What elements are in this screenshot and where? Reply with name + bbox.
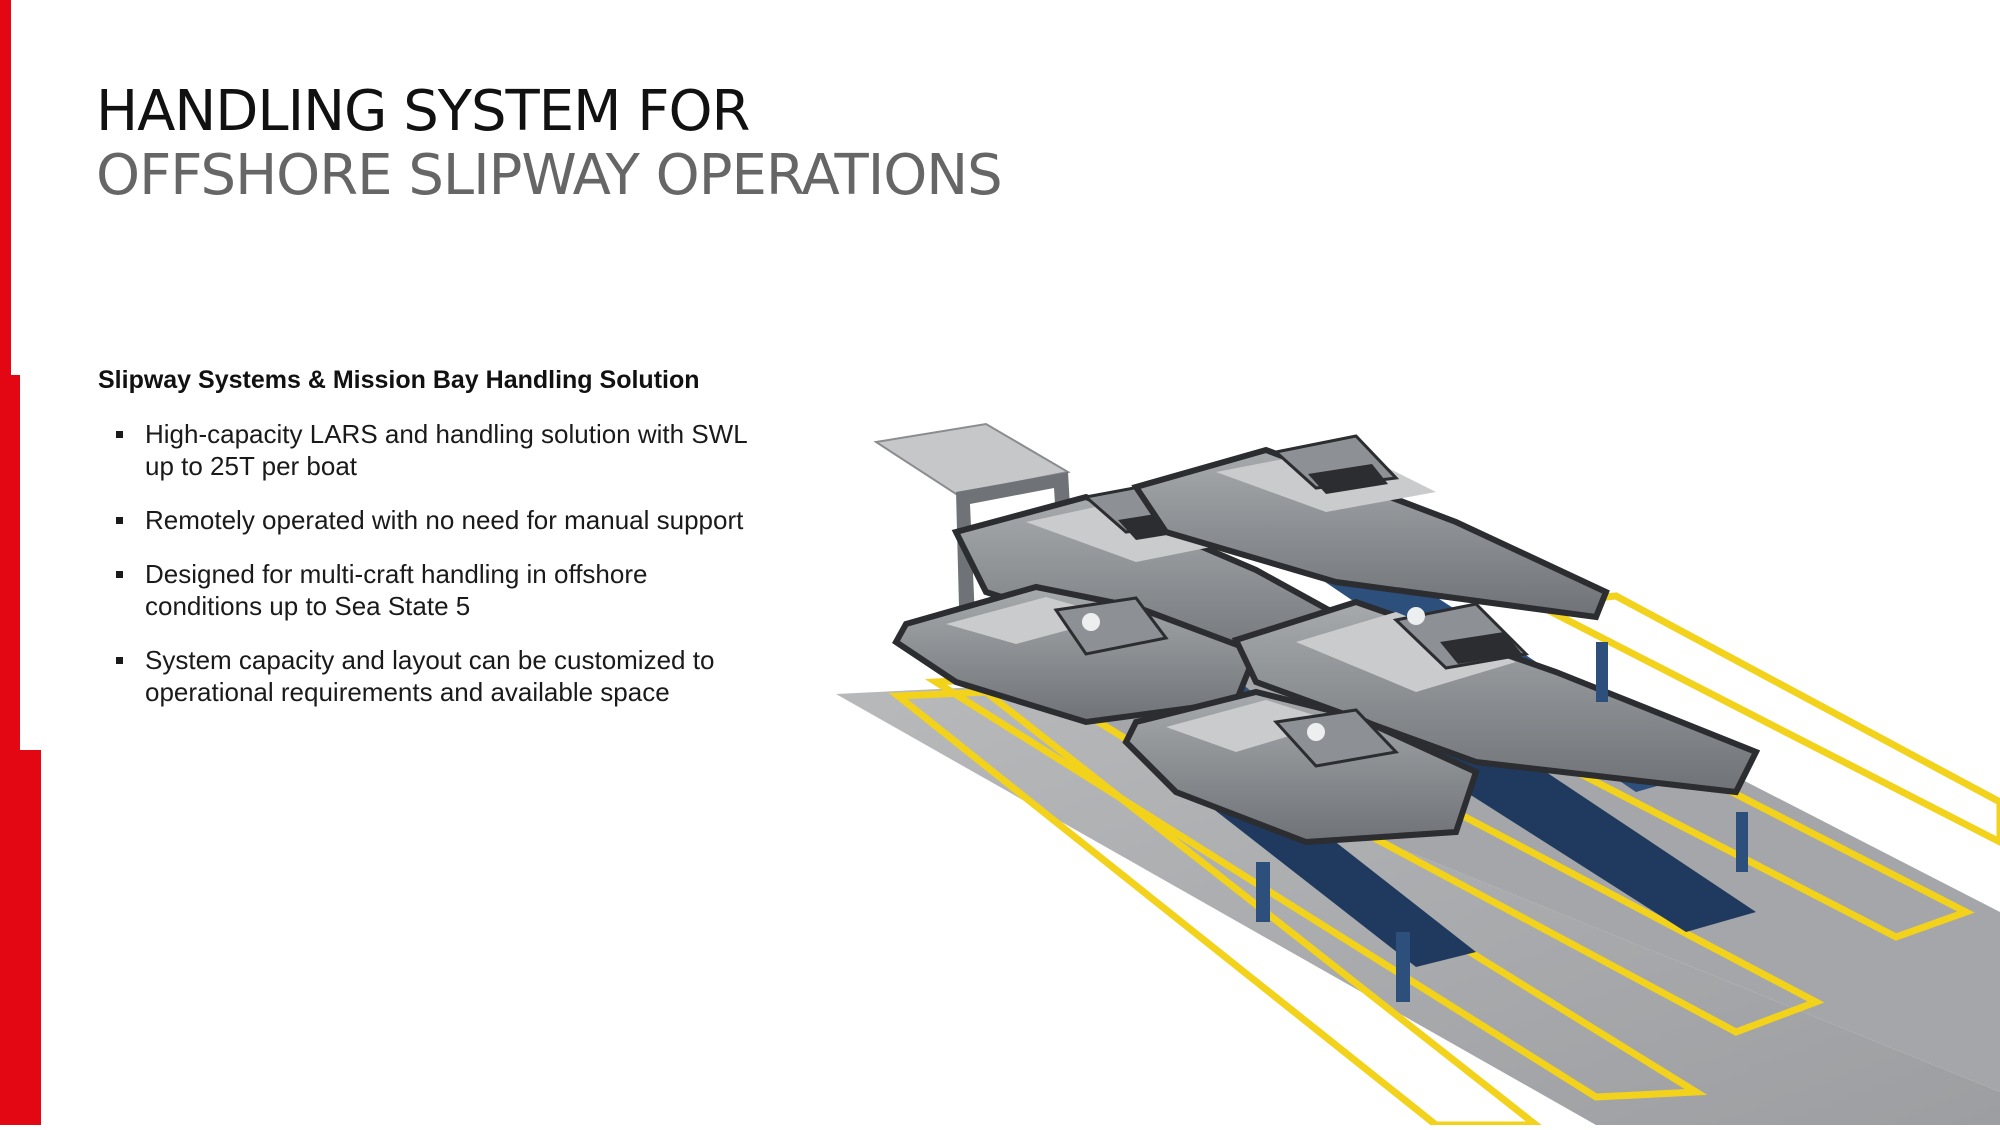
slipway-system-render (836, 392, 2000, 1129)
accent-bar-bottom (0, 750, 41, 1125)
bullet-text: Remotely operated with no need for manua… (145, 505, 744, 535)
bullet-text: High-capacity LARS and handling solution… (145, 419, 747, 481)
section-subheading: Slipway Systems & Mission Bay Handling S… (98, 366, 700, 394)
boat-front-right (1231, 598, 1761, 796)
slide-title-line-1: HANDLING SYSTEM FOR (96, 79, 750, 144)
accent-bar-middle (0, 375, 20, 750)
accent-bar-top (0, 0, 11, 375)
square-bullet-icon (116, 571, 123, 578)
boat-back-right (1131, 434, 1610, 621)
square-bullet-icon (116, 431, 123, 438)
bullet-item: Remotely operated with no need for manua… (114, 504, 764, 536)
bullet-item: Designed for multi-craft handling in off… (114, 558, 764, 622)
square-bullet-icon (116, 517, 123, 524)
feature-bullet-list: High-capacity LARS and handling solution… (114, 418, 764, 730)
slide-title-line-2: OFFSHORE SLIPWAY OPERATIONS (96, 143, 1003, 208)
bullet-item: High-capacity LARS and handling solution… (114, 418, 764, 482)
bullet-item: System capacity and layout can be custom… (114, 644, 764, 708)
boat-front-center (1122, 688, 1480, 846)
cradle-support-legs (1256, 642, 1748, 1002)
bullet-text: System capacity and layout can be custom… (145, 645, 715, 707)
bullet-text: Designed for multi-craft handling in off… (145, 559, 648, 621)
square-bullet-icon (116, 657, 123, 664)
